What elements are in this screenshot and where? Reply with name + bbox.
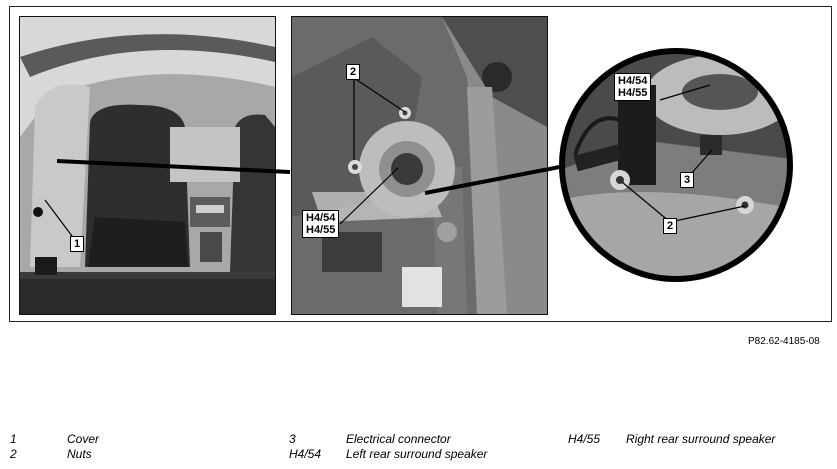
label-nuts: 2	[346, 64, 361, 80]
speaker-mount-illustration	[292, 17, 547, 314]
leader-speaker	[339, 167, 399, 225]
label-speaker-right: H4/55	[306, 224, 336, 236]
legend-text-3: Electrical connector	[346, 432, 451, 446]
closeup-frame	[559, 48, 793, 282]
legend-text-5: Right rear surround speaker	[626, 432, 776, 446]
leader-wedge-2	[424, 163, 571, 195]
label-speaker-right-closeup: H4/55	[618, 87, 648, 99]
label-cover: 1	[70, 236, 85, 252]
legend-key-2: 2	[10, 447, 17, 461]
legend-key-5: H4/55	[568, 432, 601, 446]
label-speaker-left: H4/54	[306, 212, 336, 224]
legend-text-1: Cover	[67, 432, 100, 446]
legend-key-1: 1	[10, 432, 17, 446]
figure-reference: P82.62-4185-08	[748, 336, 820, 347]
legend-key-3: 3	[289, 432, 296, 446]
leader-cover	[44, 199, 76, 241]
legend-key-4: H4/54	[289, 447, 322, 461]
label-nuts-closeup: 2	[663, 218, 678, 234]
leader-nut-d	[669, 205, 746, 223]
leader-nut-b	[353, 77, 406, 113]
speaker-mount-photo	[291, 16, 548, 315]
leader-speaker-closeup	[659, 84, 711, 101]
label-connector: 3	[680, 172, 695, 188]
label-speaker-pair-closeup: H4/54 H4/55	[614, 73, 652, 101]
leader-connector	[689, 149, 713, 176]
label-speaker-pair: H4/54 H4/55	[302, 210, 340, 238]
leader-nut-c	[621, 181, 671, 223]
legend-text-4: Left rear surround speaker	[346, 447, 488, 461]
label-speaker-left-closeup: H4/54	[618, 75, 648, 87]
leader-wedge-1	[56, 159, 291, 174]
legend-text-2: Nuts	[67, 447, 92, 461]
